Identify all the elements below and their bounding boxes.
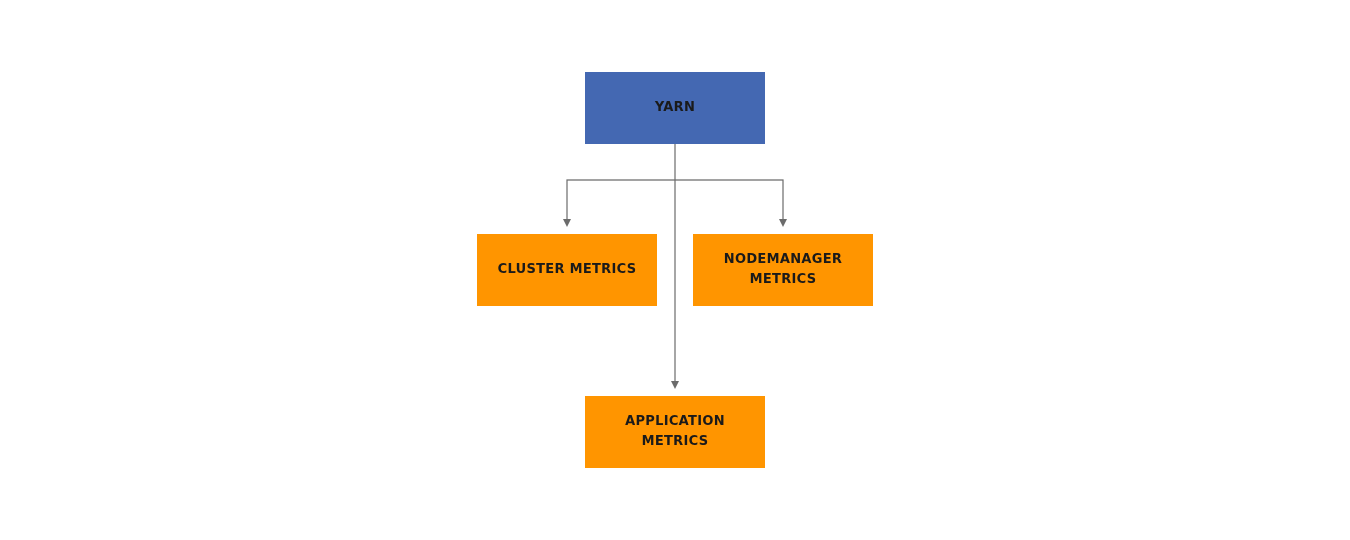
yarn-node: YARN bbox=[585, 72, 765, 144]
cluster-metrics-node: CLUSTER METRICS bbox=[477, 234, 657, 306]
application-metrics-node: APPLICATION METRICS bbox=[585, 396, 765, 468]
edge-yarn-to-cluster-metrics bbox=[563, 179, 675, 227]
edge-yarn-to-nodemanager-metrics bbox=[675, 179, 787, 227]
nodemanager-metrics-node: NODEMANAGER METRICS bbox=[693, 234, 873, 306]
